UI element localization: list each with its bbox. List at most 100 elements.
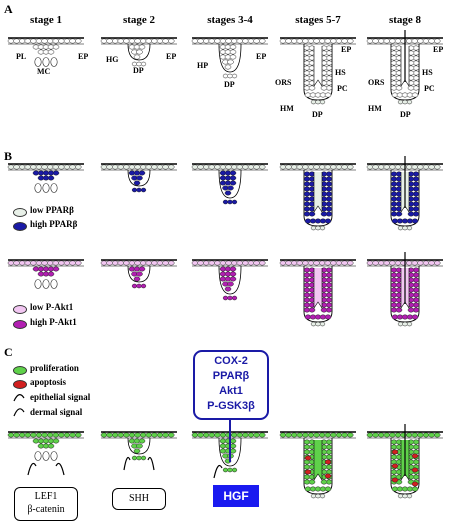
- cell: [52, 44, 60, 50]
- cell: [151, 260, 158, 266]
- cell: [247, 38, 255, 44]
- inner-sheath: [313, 440, 323, 481]
- cell: [397, 321, 404, 327]
- cell: [247, 260, 255, 266]
- cell: [389, 432, 396, 438]
- inner-sheath: [313, 268, 323, 309]
- cell: [411, 453, 419, 459]
- cell: [366, 260, 374, 266]
- cell: [324, 432, 332, 438]
- cell: [136, 175, 143, 181]
- cell: [417, 164, 424, 170]
- cell: [229, 49, 237, 55]
- label-pl: PL: [16, 52, 27, 61]
- cell: [219, 38, 227, 44]
- cell: [247, 164, 255, 170]
- cell: [52, 164, 60, 170]
- cell: [253, 260, 260, 266]
- cell: [227, 467, 233, 473]
- cell: [167, 432, 175, 438]
- cell: [302, 260, 309, 266]
- cell: [111, 38, 119, 44]
- legend-low-pakt1-swatch: [13, 305, 27, 314]
- label-ors-4: ORS: [275, 78, 292, 87]
- cell: [219, 164, 227, 170]
- epithelial-signal-arrow: [55, 462, 65, 476]
- label-hg: HG: [106, 55, 119, 64]
- cell: [402, 225, 408, 231]
- cell: [377, 432, 385, 438]
- cell: [302, 38, 309, 44]
- cell: [411, 432, 419, 438]
- target-genes-box: COX-2 PPARβ Akt1 P-GSK3β: [193, 350, 269, 420]
- cell: [117, 432, 125, 438]
- cell: [156, 164, 164, 170]
- cell: [128, 432, 136, 438]
- cell: [227, 281, 234, 287]
- cell: [253, 164, 260, 170]
- cell: [100, 38, 108, 44]
- cell: [74, 38, 82, 44]
- cell: [433, 164, 441, 170]
- mesenchymal-cell: [34, 279, 42, 289]
- stage-8-title: stage 8: [388, 14, 422, 26]
- cell: [308, 85, 316, 91]
- cell: [383, 260, 391, 266]
- beta-catenin-label: β-catenin: [27, 504, 65, 515]
- cell: [315, 99, 321, 105]
- cell: [69, 260, 76, 266]
- inner-sheath: [313, 46, 323, 87]
- hgf-box: HGF: [213, 485, 259, 507]
- cell: [330, 260, 337, 266]
- cell: [313, 38, 320, 44]
- cell: [58, 432, 65, 438]
- cell: [139, 164, 147, 170]
- cell: [324, 260, 332, 266]
- cell: [319, 225, 326, 231]
- legend-epithelial-signal: epithelial signal: [30, 392, 91, 402]
- legend-low-pparb: low PPARβ: [30, 205, 74, 215]
- cell: [134, 38, 141, 44]
- legend-apoptosis-swatch: [13, 380, 27, 389]
- cell: [219, 260, 227, 266]
- cell: [433, 260, 441, 266]
- cell: [324, 92, 332, 98]
- cell: [315, 493, 321, 499]
- cell: [227, 185, 234, 191]
- cell: [35, 38, 43, 44]
- cell: [131, 187, 138, 193]
- cell: [313, 432, 320, 438]
- label-hs-5: HS: [422, 68, 433, 77]
- cell: [366, 38, 374, 44]
- cell: [30, 38, 37, 44]
- cell: [411, 467, 419, 473]
- cell: [18, 164, 26, 170]
- cell: [394, 260, 402, 266]
- cell: [346, 432, 354, 438]
- cell: [7, 260, 15, 266]
- cell: [417, 432, 424, 438]
- legend-high-pakt1-swatch: [13, 320, 27, 329]
- cell: [400, 260, 407, 266]
- cell: [106, 164, 113, 170]
- cell: [229, 266, 237, 272]
- cell: [258, 260, 266, 266]
- cell: [117, 164, 125, 170]
- cell: [258, 164, 266, 170]
- cell: [191, 164, 199, 170]
- cell: [341, 164, 348, 170]
- cell: [24, 260, 32, 266]
- cell: [324, 164, 332, 170]
- cell: [128, 38, 136, 44]
- cell: [335, 432, 343, 438]
- cell: [290, 432, 298, 438]
- cell: [310, 321, 317, 327]
- cell: [214, 164, 221, 170]
- cell: [411, 92, 419, 98]
- cell: [318, 260, 326, 266]
- cell: [138, 44, 146, 50]
- cell: [140, 455, 147, 461]
- cell: [285, 260, 292, 266]
- cell: [162, 260, 169, 266]
- cell: [229, 276, 237, 282]
